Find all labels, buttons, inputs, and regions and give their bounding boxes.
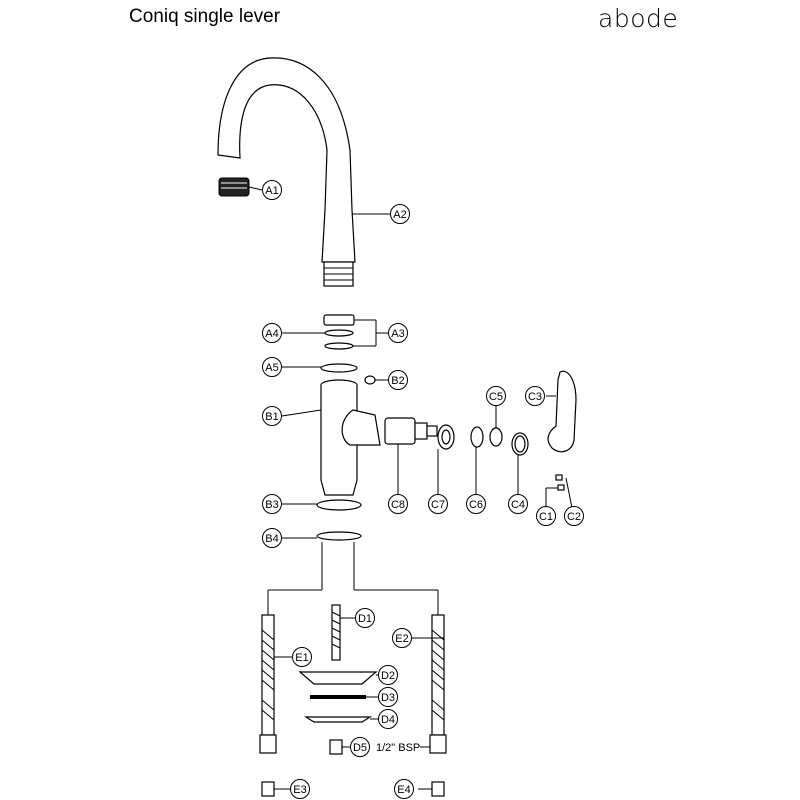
callout-d1: D1: [355, 608, 375, 628]
seal-ring-c6: [470, 426, 484, 448]
callout-e3: E3: [290, 779, 310, 799]
shank-lines: [267, 542, 439, 615]
callout-label: C3: [528, 391, 542, 403]
callout-c7: C7: [428, 494, 448, 514]
callout-label: C7: [431, 499, 445, 511]
connector-rings: [320, 314, 358, 373]
leader-lines: [248, 186, 573, 790]
callout-a5: A5: [262, 357, 282, 377]
body-part: [320, 375, 381, 496]
callout-e2: E2: [392, 628, 412, 648]
callout-e4: E4: [394, 779, 414, 799]
base-washers: [316, 499, 362, 541]
bsp-annotation: 1/2" BSP: [376, 742, 420, 754]
callout-label: E3: [293, 784, 306, 796]
callout-label: D5: [353, 742, 367, 754]
callout-label: B1: [265, 411, 278, 423]
cartridge-nut: [437, 424, 455, 450]
callout-label: E2: [395, 633, 408, 645]
callout-b2: B2: [388, 370, 408, 390]
threaded-rod: [331, 604, 341, 661]
callout-e1: E1: [292, 647, 312, 667]
callout-a3: A3: [388, 323, 408, 343]
callout-label: C8: [391, 499, 405, 511]
callout-c5: C5: [486, 386, 506, 406]
callout-label: A5: [265, 362, 278, 374]
lever-handle: [547, 370, 577, 491]
brand-logo: abode: [598, 4, 679, 33]
callout-label: D2: [381, 670, 395, 682]
callout-d2: D2: [378, 665, 398, 685]
callout-label: C2: [567, 511, 581, 523]
callout-label: C1: [539, 511, 553, 523]
callout-a4: A4: [262, 323, 282, 343]
backnut-plates: [298, 671, 378, 755]
callout-b4: B4: [262, 528, 282, 548]
callout-c3: C3: [525, 386, 545, 406]
callout-a2: A2: [390, 204, 410, 224]
callout-label: B3: [265, 499, 278, 511]
callout-c4: C4: [508, 494, 528, 514]
callout-b1: B1: [262, 406, 282, 426]
callout-label: C4: [511, 499, 525, 511]
callout-d4: D4: [378, 709, 398, 729]
callout-label: A3: [391, 328, 404, 340]
callout-c8: C8: [388, 494, 408, 514]
callout-label: A4: [265, 328, 278, 340]
oring-c5: [489, 427, 503, 447]
callout-label: B4: [265, 533, 278, 545]
flexible-hose-right: [429, 614, 447, 797]
callout-label: B2: [391, 375, 404, 387]
callout-d3: D3: [378, 687, 398, 707]
callout-b3: B3: [262, 494, 282, 514]
callout-label: D3: [381, 692, 395, 704]
callout-c6: C6: [466, 494, 486, 514]
callout-c2: C2: [564, 506, 584, 526]
callout-label: C5: [489, 391, 503, 403]
spout-part: [217, 57, 356, 287]
callout-label: A2: [393, 209, 406, 221]
shroud-c4: [511, 432, 529, 456]
callout-label: E1: [295, 652, 308, 664]
callout-a1: A1: [262, 180, 282, 200]
callout-label: A1: [265, 185, 278, 197]
callout-label: D4: [381, 714, 395, 726]
cartridge-part: [384, 417, 438, 445]
callout-label: D1: [358, 613, 372, 625]
callout-label: C6: [469, 499, 483, 511]
callout-d5: D5: [350, 737, 370, 757]
callout-label: E4: [397, 784, 410, 796]
callout-c1: C1: [536, 506, 556, 526]
aerator-part: [218, 177, 250, 197]
diagram-title: Coniq single lever: [129, 6, 281, 27]
flexible-hose-left: [259, 614, 277, 797]
